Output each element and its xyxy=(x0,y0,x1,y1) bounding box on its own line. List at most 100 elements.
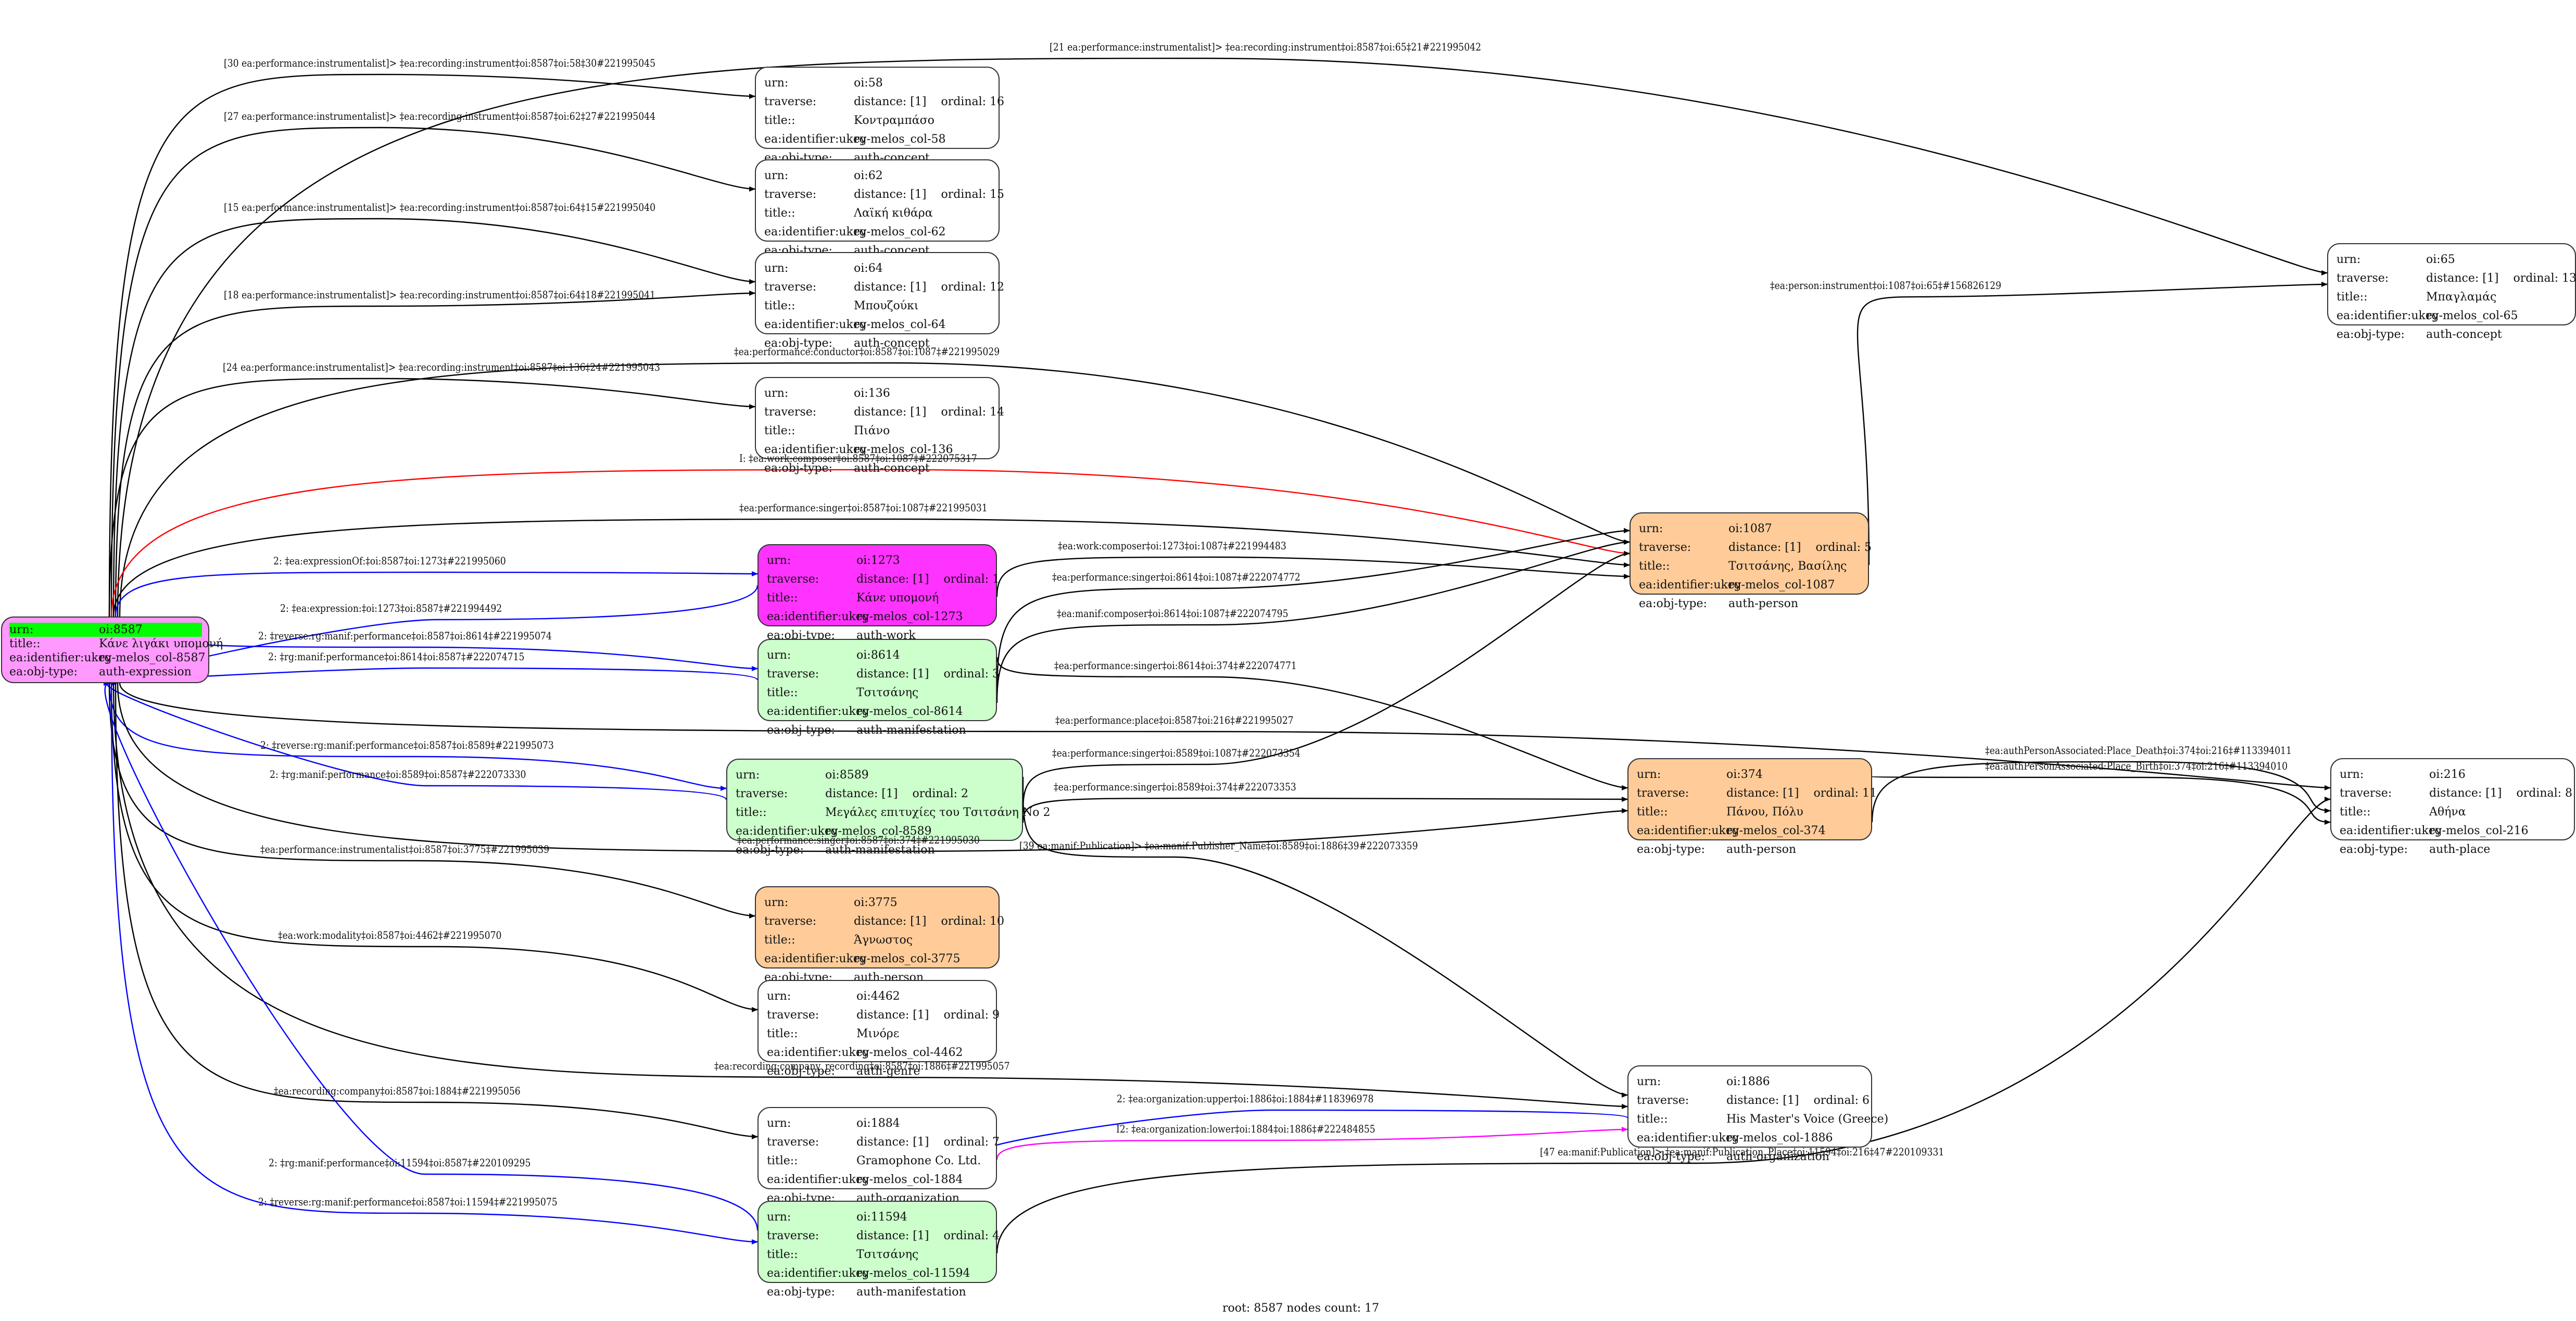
field-value: oi:4462 xyxy=(856,990,900,1003)
field-label: title:: xyxy=(1637,806,1668,819)
field-label: title:: xyxy=(2337,291,2368,304)
field-value: Μπαγλαμάς xyxy=(2426,291,2497,304)
node-field-title: title::Τσιτσάνης xyxy=(767,684,989,702)
field-label: urn: xyxy=(1637,768,1661,781)
field-value: distance: [1]ordinal: 13 xyxy=(2426,272,2576,285)
edge-label: ‡ea:authPersonAssociated:Place_Birth‡oi:… xyxy=(1985,760,2288,772)
field-label: traverse: xyxy=(1639,541,1691,554)
field-value: oi:8587 xyxy=(99,623,143,636)
node-field-traverse: traverse:distance: [1]ordinal: 4 xyxy=(767,1227,1000,1245)
edge-label: 2: ‡reverse:rg:manif:performance‡oi:8587… xyxy=(258,1196,558,1208)
field-value: oi:1087 xyxy=(1728,522,1772,535)
edge-label: ‡ea:performance:place‡oi:8587‡oi:216‡#22… xyxy=(1055,714,1294,726)
field-value: auth-expression xyxy=(99,665,192,678)
edge-1886-1884 xyxy=(991,1109,1628,1151)
node-field-traverse: traverse: distance: [1]ordinal: 13 xyxy=(2337,269,2576,288)
edge-label: ‡ea:work:composer‡oi:1273‡oi:1087‡#22199… xyxy=(1058,539,1286,552)
field-ordinal: ordinal: 15 xyxy=(941,188,1005,201)
edge-label: ‡ea:recording:company‡oi:8587‡oi:1884‡#2… xyxy=(274,1085,521,1097)
field-label: ea:obj-type: xyxy=(1637,1150,1705,1163)
field-label: traverse: xyxy=(2337,272,2389,285)
field-ordinal: ordinal: 5 xyxy=(1815,541,1872,554)
field-value: oi:65 xyxy=(2426,253,2455,266)
field-value: auth-manifestation xyxy=(856,1286,966,1299)
field-value: Μινόρε xyxy=(856,1027,900,1040)
field-label: ea:obj-type: xyxy=(767,1065,835,1078)
node-field-urn: urn:oi:8589 xyxy=(736,766,1015,785)
field-value: distance: [1]ordinal: 6 xyxy=(1726,1094,1870,1107)
field-label: urn: xyxy=(9,623,34,636)
field-value: Τσιτσάνης xyxy=(856,686,919,699)
field-value: Μπουζούκι xyxy=(854,299,919,312)
field-label: urn: xyxy=(1639,522,1663,535)
node-field-title: title::Πιάνο xyxy=(764,422,991,441)
field-label: ea:obj-type: xyxy=(9,665,78,678)
field-label: urn: xyxy=(767,554,791,567)
edge-label: ‡ea:authPersonAssociated:Place_Death‡oi:… xyxy=(1985,744,2292,757)
node-field-traverse: traverse:distance: [1]ordinal: 16 xyxy=(764,93,1004,111)
edge-label: [27 ea:performance:instrumentalist]> ‡ea… xyxy=(224,110,656,122)
field-label: title:: xyxy=(9,637,41,650)
field-label: urn: xyxy=(2340,768,2364,781)
node-field-urn: urn: oi:8587 xyxy=(9,623,202,637)
edge-8587-1273 xyxy=(115,571,758,617)
edge-8587-65 xyxy=(117,57,2328,617)
field-value: oi:8614 xyxy=(856,649,900,662)
edge-8589-8587 xyxy=(105,681,727,800)
node-field-objtype: ea:obj-type:auth-manifestation xyxy=(736,841,1015,860)
node-field-traverse: traverse:distance: [1]ordinal: 1 xyxy=(767,570,1000,589)
node-field-urn: urn: oi:1087 xyxy=(1639,520,1861,538)
field-value: Κοντραμπάσο xyxy=(854,114,935,127)
field-label: ea:identifier:ukey xyxy=(2340,824,2442,837)
field-label: ea:obj-type: xyxy=(764,462,832,475)
field-label: ea:identifier:ukey xyxy=(1639,578,1741,592)
field-value: auth-place xyxy=(2429,843,2491,856)
field-ordinal: ordinal: 1 xyxy=(943,573,1000,586)
edge-8587-1087 xyxy=(119,362,1630,617)
edge-label: [24 ea:performance:instrumentalist]> ‡ea… xyxy=(223,361,661,373)
node-field-traverse: traverse:distance: [1]ordinal: 11 xyxy=(1637,784,1877,803)
field-label: ea:identifier:ukey xyxy=(736,825,838,838)
edge-label: I2: ‡ea:organization:lower‡oi:1884‡oi:18… xyxy=(1116,1123,1375,1135)
edge-8587-1886 xyxy=(112,683,1628,1109)
field-value: rg-melos_col-62 xyxy=(854,225,946,238)
edge-label: 2: ‡ea:organization:upper‡oi:1886‡oi:188… xyxy=(1117,1092,1374,1105)
field-ordinal: ordinal: 8 xyxy=(2516,787,2573,800)
edge-8587-1087 xyxy=(110,469,1630,617)
field-label: title:: xyxy=(767,1248,798,1261)
field-value: rg-melos_col-136 xyxy=(854,443,953,456)
field-label: ea:identifier:ukey xyxy=(1637,824,1739,837)
edge-8589-1087 xyxy=(1022,551,1630,812)
edge-label: [18 ea:performance:instrumentalist]> ‡ea… xyxy=(224,288,656,301)
node-field-title: title::Κάνε λιγάκι υπομονή xyxy=(9,637,223,651)
edge-label: ‡ea:work:modality‡oi:8587‡oi:4462‡#22199… xyxy=(278,929,502,941)
node-field-objtype: ea:obj-type:auth-concept xyxy=(764,459,991,478)
field-value: Πιάνο xyxy=(854,424,890,437)
field-ordinal: ordinal: 12 xyxy=(941,281,1005,294)
edge-8614-1087 xyxy=(996,528,1630,692)
field-value: Αθήνα xyxy=(2429,806,2466,819)
